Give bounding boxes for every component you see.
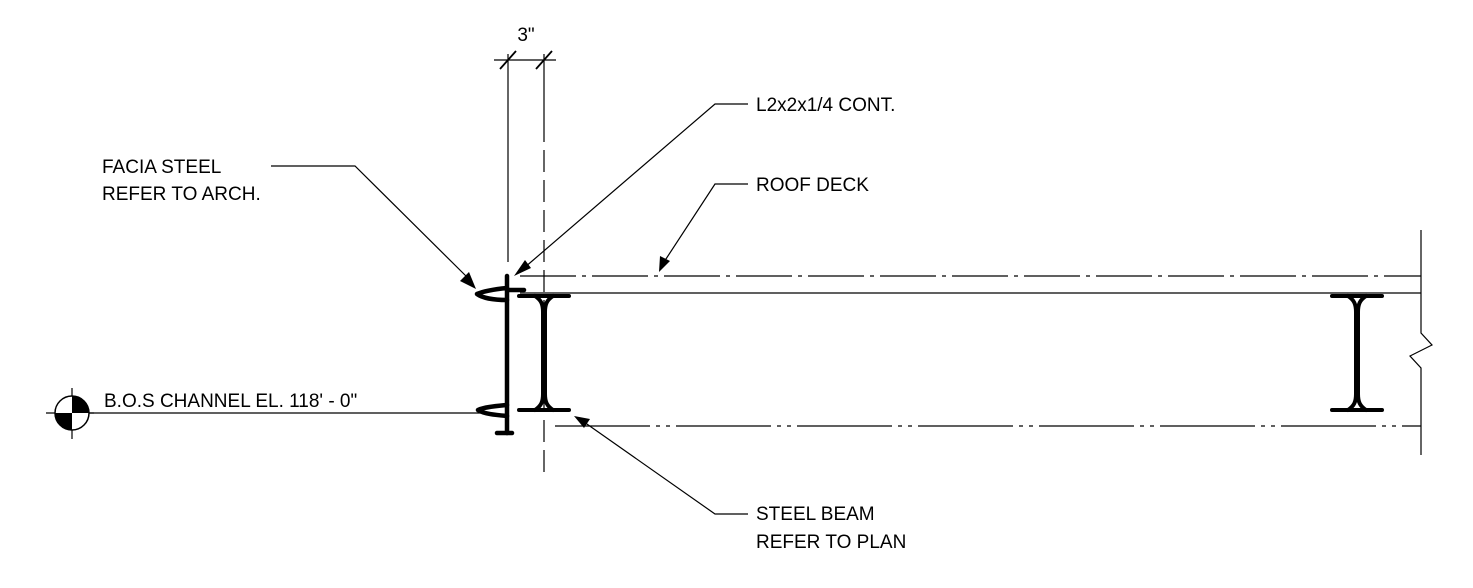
callout-roof-deck-text: ROOF DECK	[756, 175, 869, 196]
leader-angle	[523, 103, 748, 269]
beam-left-web-left	[533, 294, 545, 412]
dimension-tick-left	[499, 50, 517, 70]
dimension-tick-right	[535, 50, 553, 70]
callout-angle-text: L2x2x1/4 CONT.	[756, 95, 895, 116]
leader-arrow-roof-deck	[659, 256, 670, 272]
callout-facia-line1: FACIA STEEL	[102, 157, 221, 178]
leader-steel-beam	[583, 421, 748, 515]
channel-top-flange	[474, 285, 510, 303]
callout-steel-beam-line1: STEEL BEAM	[756, 504, 875, 525]
dimension-label: 3"	[517, 25, 534, 46]
dimension-3-inch: 3"	[494, 25, 556, 262]
callout-steel-beam: STEEL BEAM REFER TO PLAN	[574, 416, 906, 553]
elevation-marker: B.O.S CHANNEL EL. 118' - 0"	[46, 388, 492, 439]
channel-bottom-flange	[475, 402, 510, 419]
steel-beam-left	[517, 294, 571, 412]
beam-right-web-left	[1346, 294, 1358, 412]
callout-angle: L2x2x1/4 CONT.	[514, 95, 895, 276]
elevation-label: B.O.S CHANNEL EL. 118' - 0"	[104, 391, 357, 412]
roof-deck	[520, 275, 1421, 294]
leader-arrow-facia	[460, 272, 476, 289]
callout-roof-deck: ROOF DECK	[659, 175, 869, 272]
beam-right-web-right	[1356, 294, 1368, 412]
break-line-icon	[1409, 230, 1433, 455]
facia-channel	[474, 273, 527, 436]
leader-arrow-steel-beam	[574, 416, 590, 428]
leader-arrow-angle	[514, 260, 531, 276]
leader-roof-deck	[663, 183, 748, 263]
elevation-target-icon	[46, 388, 94, 439]
steel-beam-right	[1330, 294, 1384, 412]
leader-facia	[271, 165, 471, 281]
beam-left-web-right	[543, 294, 555, 412]
callout-steel-beam-line2: REFER TO PLAN	[756, 532, 906, 553]
callout-facia-line2: REFER TO ARCH.	[102, 184, 261, 205]
callout-facia: FACIA STEEL REFER TO ARCH.	[102, 157, 476, 289]
